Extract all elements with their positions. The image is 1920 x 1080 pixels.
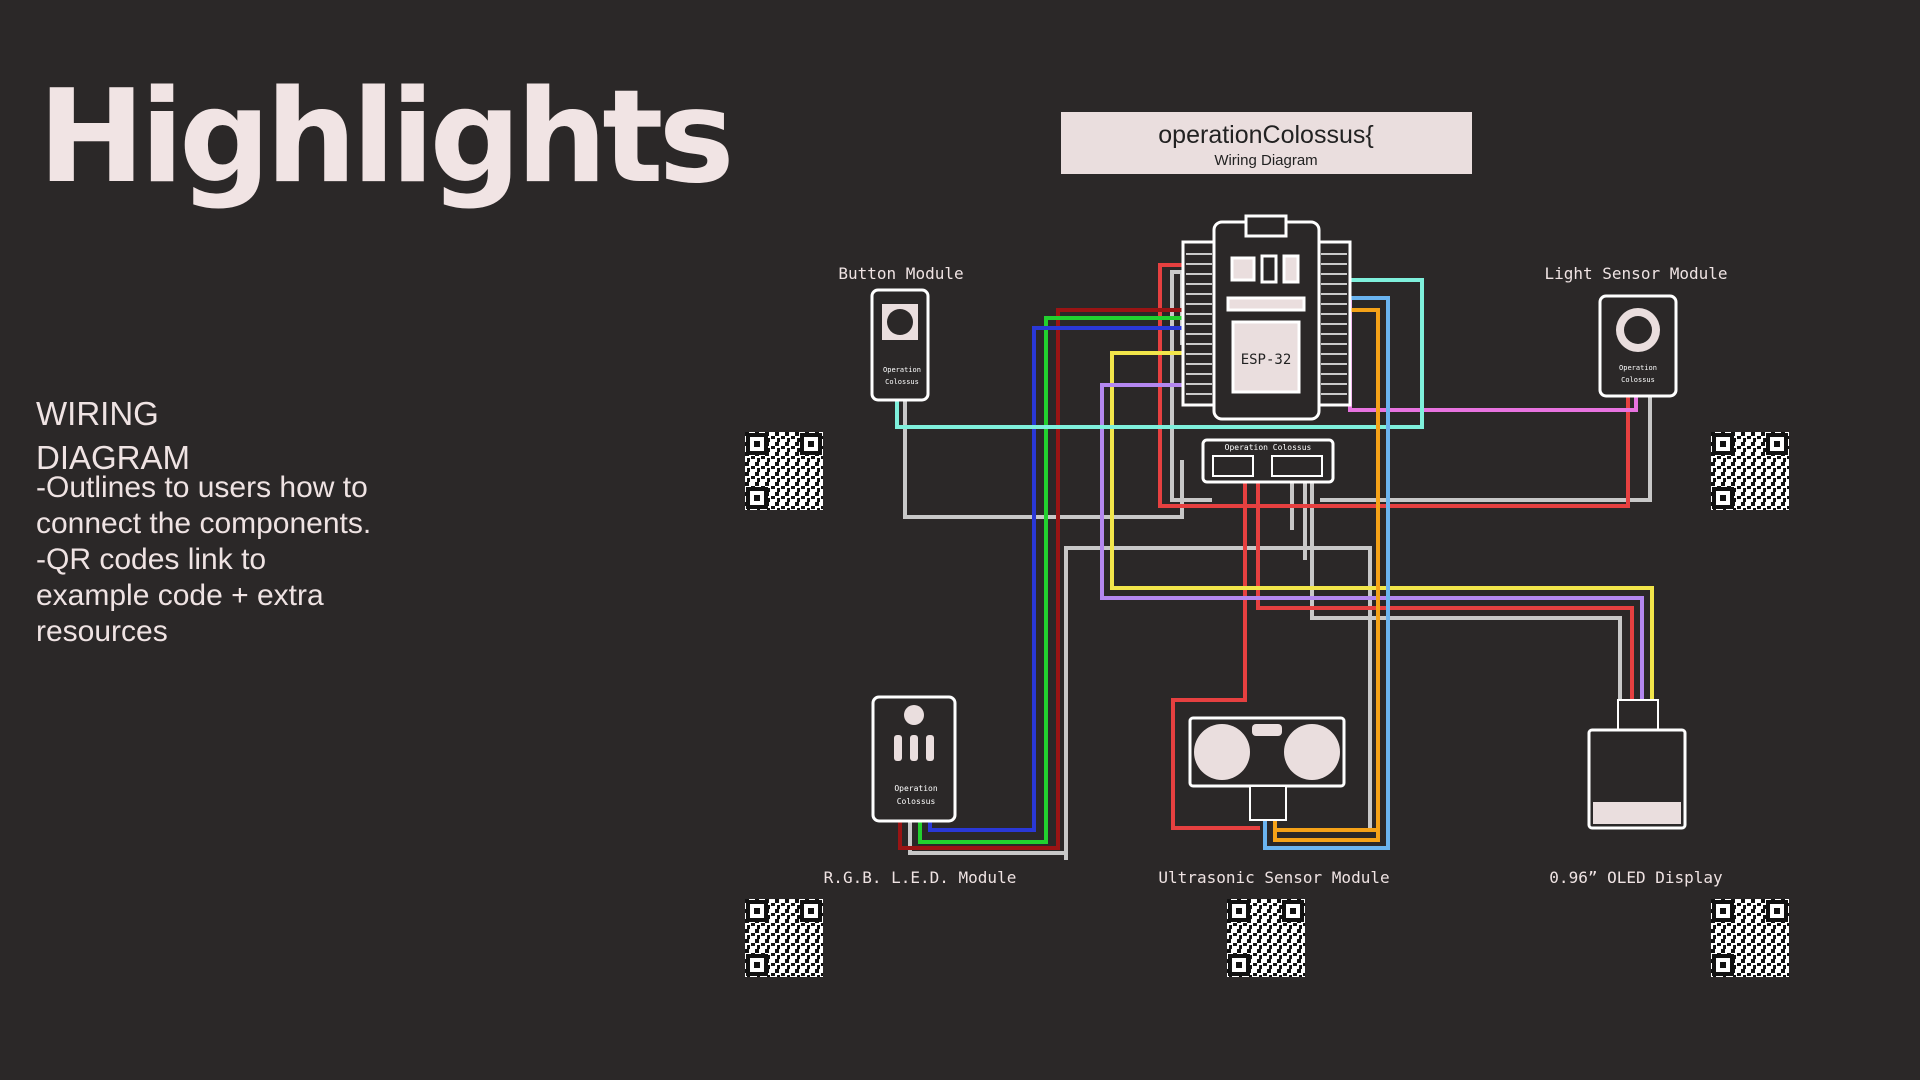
diagram-header-subtitle: Wiring Diagram (1214, 152, 1317, 169)
diagram-header-title: operationColossus{ (1158, 121, 1373, 149)
wire-yellow (1110, 351, 1654, 700)
oled-display: 0.96” OLED Display (1549, 699, 1723, 887)
qr-code-oled[interactable] (1709, 897, 1791, 979)
wire-grey-light (1320, 395, 1652, 502)
label-light-sensor-module: Light Sensor Module (1544, 264, 1727, 283)
qr-code-button-module[interactable] (743, 430, 825, 512)
wire-orange (1273, 308, 1380, 842)
qr-code-rgb-led[interactable] (743, 897, 825, 979)
wire-cyan (895, 278, 1424, 429)
description-line-2: -QR codes link to example code + extra r… (36, 543, 324, 648)
button-module-text-2: Colossus (885, 378, 919, 386)
breadboard-label: Operation Colossus (1225, 443, 1312, 452)
wire-blue (928, 326, 1182, 832)
wire-grey-oled (1310, 480, 1622, 700)
label-button-module: Button Module (838, 264, 963, 283)
light-sensor-module: Light Sensor Module Operation Colossus (1544, 264, 1728, 398)
wire-pink (1348, 395, 1638, 412)
description-line-1: -Outlines to users how to connect the co… (36, 471, 372, 540)
wire-red-oled (1256, 480, 1634, 700)
wire-grey-rgb (1064, 546, 1372, 860)
rgb-led-module: Operation Colossus R.G.B. L.E.D. Module (824, 695, 1017, 887)
esp32-pins (1186, 253, 1347, 395)
wire-light-blue (1263, 296, 1390, 850)
wire-purple (1100, 383, 1644, 700)
rgb-led-text-2: Colossus (897, 797, 936, 806)
light-sensor-text-1: Operation (1619, 364, 1657, 372)
wire-red-ultra (1171, 480, 1260, 830)
wires (895, 263, 1654, 860)
light-sensor-text-2: Colossus (1621, 376, 1655, 384)
description: -Outlines to users how to connect the co… (36, 470, 376, 650)
wire-green (918, 316, 1182, 844)
ultrasonic-sensor-module: Ultrasonic Sensor Module (1158, 716, 1390, 887)
wire-orange-2 (1273, 820, 1378, 832)
wire-red-light (1212, 395, 1630, 508)
label-rgb-led-module: R.G.B. L.E.D. Module (824, 868, 1017, 887)
esp32-board: ESP-32 (1181, 214, 1352, 421)
page-title: Highlights (38, 63, 735, 212)
esp32-label: ESP-32 (1241, 352, 1292, 368)
wire-grey-button (903, 400, 1184, 519)
rgb-led-text-1: Operation (894, 784, 938, 793)
wire-grey-rgb-led (908, 820, 1066, 855)
label-oled-display: 0.96” OLED Display (1549, 868, 1723, 887)
wire-dark-red (898, 308, 1182, 850)
button-module-text-1: Operation (883, 366, 921, 374)
label-ultrasonic-sensor-module: Ultrasonic Sensor Module (1158, 868, 1389, 887)
breadboard: Operation Colossus (1201, 438, 1335, 484)
qr-code-ultrasonic[interactable] (1225, 897, 1307, 979)
button-module: Button Module Operation Colossus (838, 264, 964, 402)
qr-code-light-sensor[interactable] (1709, 430, 1791, 512)
section-heading: WIRING DIAGRAM (36, 395, 191, 476)
diagram-header: operationColossus{ Wiring Diagram (1061, 112, 1472, 174)
